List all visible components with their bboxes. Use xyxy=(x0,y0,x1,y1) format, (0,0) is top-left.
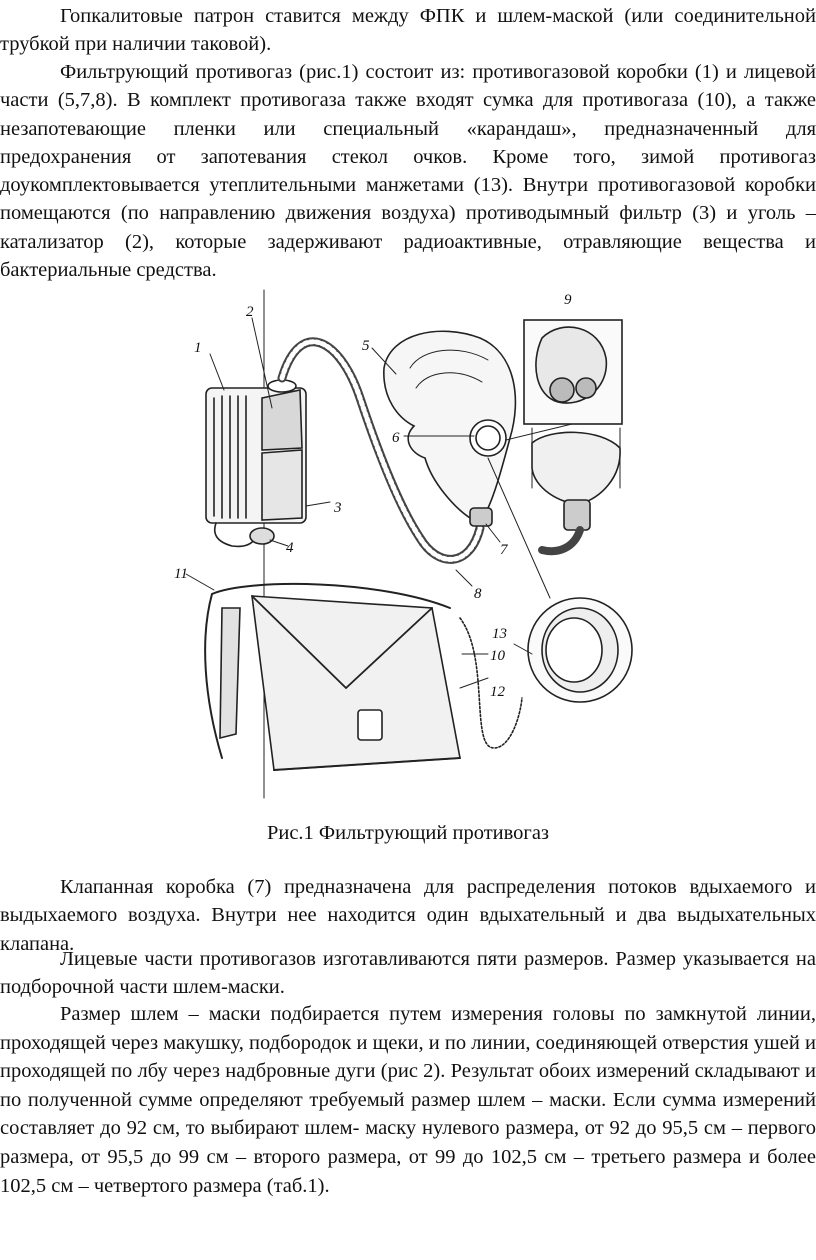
figure-label-3: 3 xyxy=(333,500,342,516)
paragraph-hopcalite: Гопкалитовые патрон ставится между ФПК и… xyxy=(0,5,816,56)
figure-label-12: 12 xyxy=(490,684,506,700)
paragraph-valve-box: Клапанная коробка (7) предназначена для … xyxy=(0,876,816,955)
figure-label-4: 4 xyxy=(286,540,294,556)
canister-drawing xyxy=(205,379,307,524)
figure-label-6: 6 xyxy=(392,430,400,446)
mask-detail-inset-top xyxy=(523,319,623,556)
bag-drawing xyxy=(204,583,523,771)
figure-label-1: 1 xyxy=(194,340,202,356)
figure-label-5: 5 xyxy=(362,338,370,354)
figure-label-8: 8 xyxy=(474,586,482,602)
helmet-mask-drawing xyxy=(383,330,517,527)
gas-mask-figure: 1 2 3 4 5 6 7 8 9 10 11 12 13 xyxy=(174,289,633,799)
figure-label-10: 10 xyxy=(490,648,506,664)
figure-label-13: 13 xyxy=(492,626,507,642)
figure-label-7: 7 xyxy=(500,542,509,558)
figure-label-2: 2 xyxy=(246,304,254,320)
figure-label-11: 11 xyxy=(174,566,188,582)
figure-caption: Рис.1 Фильтрующий противогаз xyxy=(266,822,550,844)
paragraph-mask-sizes: Лицевые части противогазов изготавливают… xyxy=(0,948,816,999)
paragraph-size-selection: Размер шлем – маски подбирается путем из… xyxy=(0,1003,816,1197)
insulating-cuff-drawing xyxy=(527,597,633,703)
paragraph-gas-mask-composition: Фильтрующий противогаз (рис.1) состоит и… xyxy=(0,61,816,282)
figure-label-9: 9 xyxy=(564,292,572,308)
